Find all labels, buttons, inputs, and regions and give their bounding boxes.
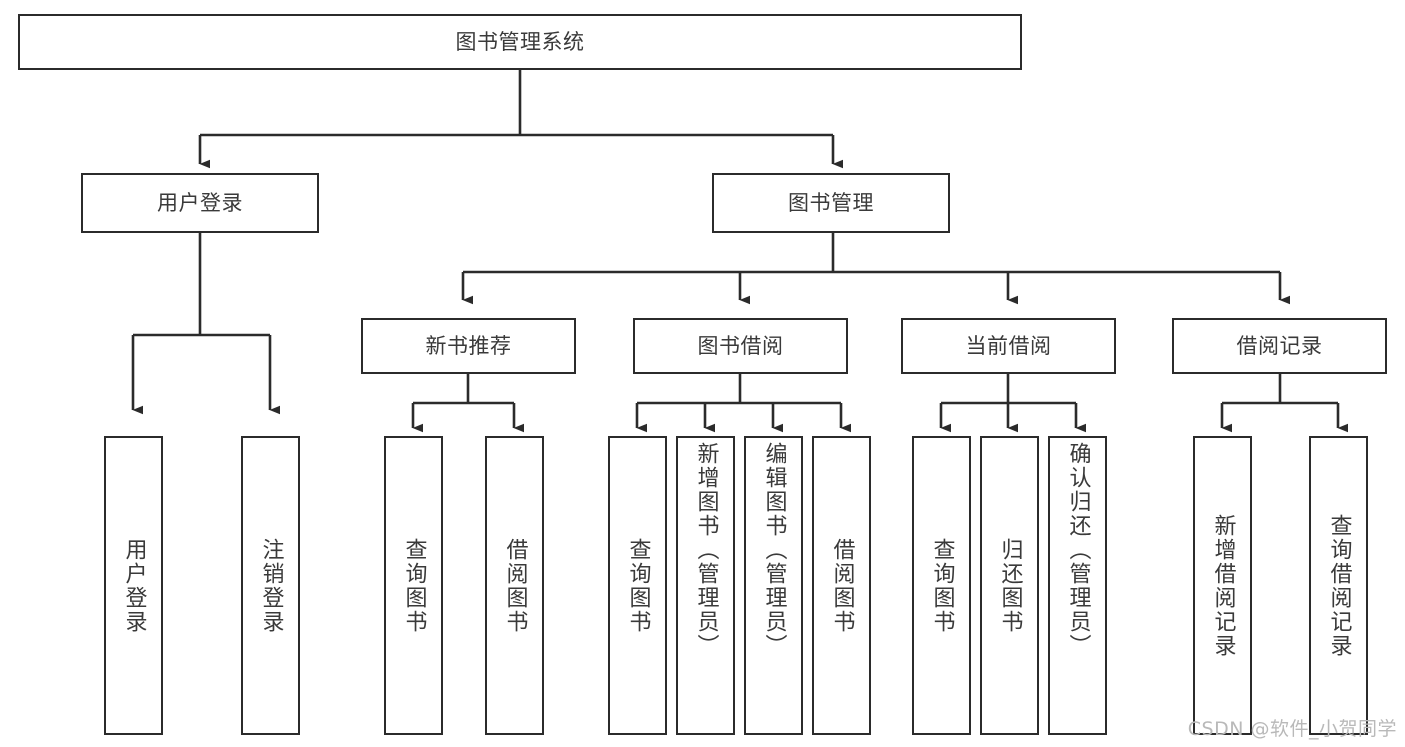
node-leaf-query-record-label: 查询借阅记录 — [1326, 513, 1352, 658]
node-leaf-add-record-label: 新增借阅记录 — [1210, 513, 1236, 658]
node-leaf-add-record[interactable]: 新增借阅记录 — [1193, 436, 1252, 735]
node-leaf-query-book-1-label: 查询图书 — [401, 537, 427, 634]
node-leaf-borrow-book-2[interactable]: 借阅图书 — [812, 436, 871, 735]
node-leaf-logout-label: 注销登录 — [258, 537, 284, 634]
node-leaf-edit-book[interactable]: 编辑图书（管理员） — [744, 436, 803, 735]
node-root-label: 图书管理系统 — [455, 29, 585, 54]
node-book-management[interactable]: 图书管理 — [712, 173, 950, 233]
node-current-borrow[interactable]: 当前借阅 — [901, 318, 1116, 374]
watermark-text: CSDN @软件_小贺同学 — [1187, 718, 1397, 740]
node-leaf-query-book-3-label: 查询图书 — [929, 537, 955, 634]
node-leaf-return-book-label: 归还图书 — [997, 537, 1023, 634]
node-root[interactable]: 图书管理系统 — [18, 14, 1022, 70]
node-leaf-query-book-2[interactable]: 查询图书 — [608, 436, 667, 735]
node-leaf-query-record[interactable]: 查询借阅记录 — [1309, 436, 1368, 735]
node-leaf-return-book[interactable]: 归还图书 — [980, 436, 1039, 735]
node-leaf-query-book-3[interactable]: 查询图书 — [912, 436, 971, 735]
node-leaf-borrow-book-1[interactable]: 借阅图书 — [485, 436, 544, 735]
node-leaf-logout[interactable]: 注销登录 — [241, 436, 300, 735]
node-leaf-user-login-label: 用户登录 — [121, 537, 147, 634]
node-new-book-recommend[interactable]: 新书推荐 — [361, 318, 576, 374]
node-book-borrow-label: 图书借阅 — [697, 333, 784, 358]
node-user-login-label: 用户登录 — [157, 190, 243, 215]
node-leaf-borrow-book-2-label: 借阅图书 — [829, 537, 855, 634]
node-book-borrow[interactable]: 图书借阅 — [633, 318, 848, 374]
node-leaf-query-book-1[interactable]: 查询图书 — [384, 436, 443, 735]
node-leaf-add-book[interactable]: 新增图书（管理员） — [676, 436, 735, 735]
node-borrow-record[interactable]: 借阅记录 — [1172, 318, 1387, 374]
node-leaf-add-book-label: 新增图书（管理员） — [693, 442, 719, 658]
node-user-login[interactable]: 用户登录 — [81, 173, 319, 233]
node-new-book-recommend-label: 新书推荐 — [425, 333, 512, 358]
node-leaf-user-login[interactable]: 用户登录 — [104, 436, 163, 735]
node-current-borrow-label: 当前借阅 — [965, 333, 1052, 358]
node-book-management-label: 图书管理 — [788, 190, 874, 215]
node-leaf-edit-book-label: 编辑图书（管理员） — [761, 442, 787, 658]
node-leaf-query-book-2-label: 查询图书 — [625, 537, 651, 634]
node-leaf-borrow-book-1-label: 借阅图书 — [502, 537, 528, 634]
node-borrow-record-label: 借阅记录 — [1236, 333, 1323, 358]
node-leaf-confirm-return[interactable]: 确认归还（管理员） — [1048, 436, 1107, 735]
node-leaf-confirm-return-label: 确认归还（管理员） — [1065, 442, 1091, 658]
